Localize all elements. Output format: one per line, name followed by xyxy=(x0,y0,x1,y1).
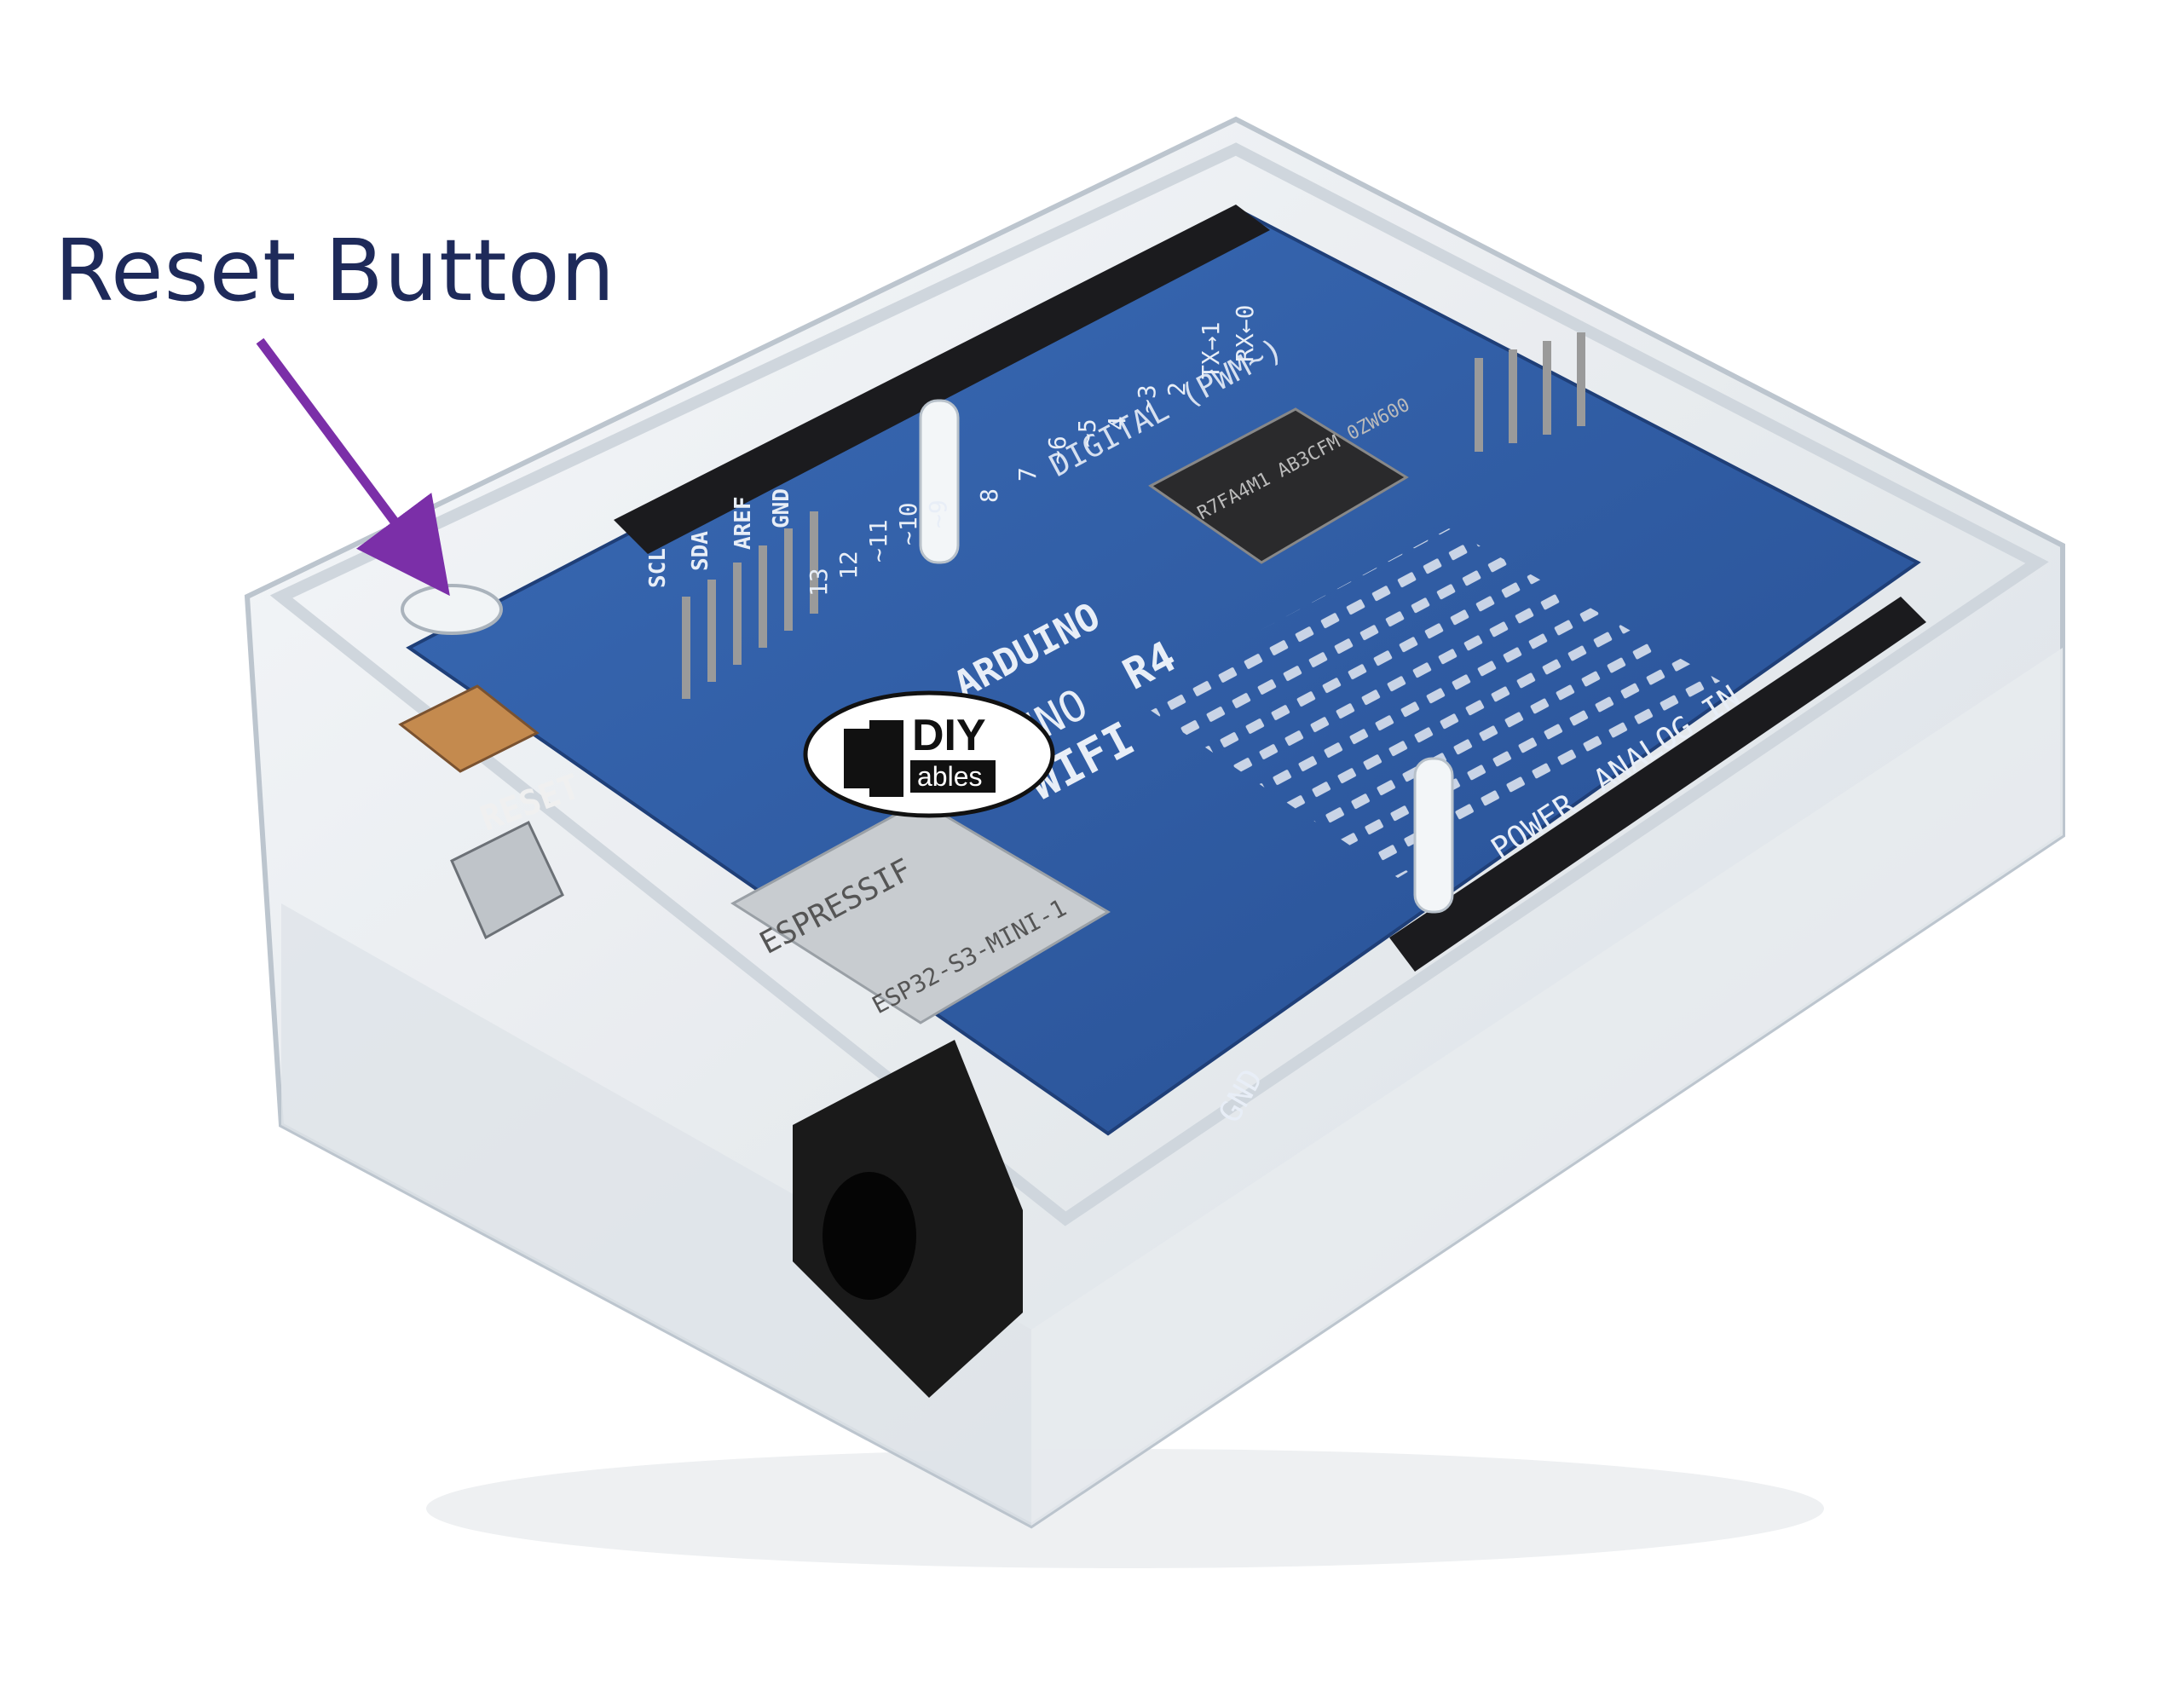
case-front-wall xyxy=(281,903,1031,1526)
reset-button-callout-label: Reset Button xyxy=(55,221,616,320)
pin-number: 13 xyxy=(805,568,833,597)
icsp-header xyxy=(682,511,818,699)
pin-number: 2 xyxy=(1163,382,1191,396)
mcu-chip xyxy=(1148,407,1409,564)
pin-label-gnd: GND xyxy=(769,488,794,528)
case-top-rim xyxy=(269,142,2049,1226)
pin-number: ~6 xyxy=(1043,436,1071,465)
pin-label-aref: AREF xyxy=(730,496,756,550)
pin-number: ~10 xyxy=(894,502,922,545)
pin-number: 8 xyxy=(975,488,1003,503)
top-right-pin-header xyxy=(1475,332,1585,452)
pin-number: ~5 xyxy=(1073,418,1101,447)
case-shadow xyxy=(426,1449,1824,1568)
dc-jack-opening xyxy=(823,1172,916,1300)
reset-button-part xyxy=(398,684,540,773)
pin-number: TX→1 xyxy=(1197,322,1225,379)
pin-number: ~9 xyxy=(924,499,952,528)
wifi-module xyxy=(730,799,1111,1024)
pin-number: 7 xyxy=(1013,467,1042,482)
diyables-logo-mark xyxy=(844,720,903,797)
pin-label-group: SCL SDA AREF GND xyxy=(645,488,794,588)
diyables-logo-line1: DIY xyxy=(912,711,986,760)
usb-c-port xyxy=(450,820,564,940)
light-pipe-left xyxy=(919,399,960,564)
light-pipe-right xyxy=(1413,757,1454,914)
digital-pin-header xyxy=(614,205,1270,554)
pin-number: 4 xyxy=(1103,416,1131,430)
led-matrix xyxy=(1134,528,1722,878)
pin-number: ~3 xyxy=(1133,384,1161,413)
pin-label-sda: SDA xyxy=(688,531,713,571)
pin-number: ~11 xyxy=(864,519,892,563)
pin-number-group: 13 12 ~11 ~10 ~9 8 7 ~6 ~5 4 ~3 2 TX→1 R… xyxy=(805,305,1259,597)
diyables-logo-tag xyxy=(910,760,996,793)
pin-label-scl: SCL xyxy=(645,548,671,588)
pin-number: 12 xyxy=(834,551,863,580)
case-right-wall xyxy=(1031,648,2063,1526)
callout-arrow xyxy=(256,338,450,597)
diyables-logo-line2: ables xyxy=(917,761,983,792)
analog-power-header xyxy=(1389,597,1926,972)
diyables-logo: DIY ables xyxy=(803,690,1055,818)
reset-light-pipe xyxy=(401,584,503,635)
pin-number: RX←0 xyxy=(1231,305,1259,362)
